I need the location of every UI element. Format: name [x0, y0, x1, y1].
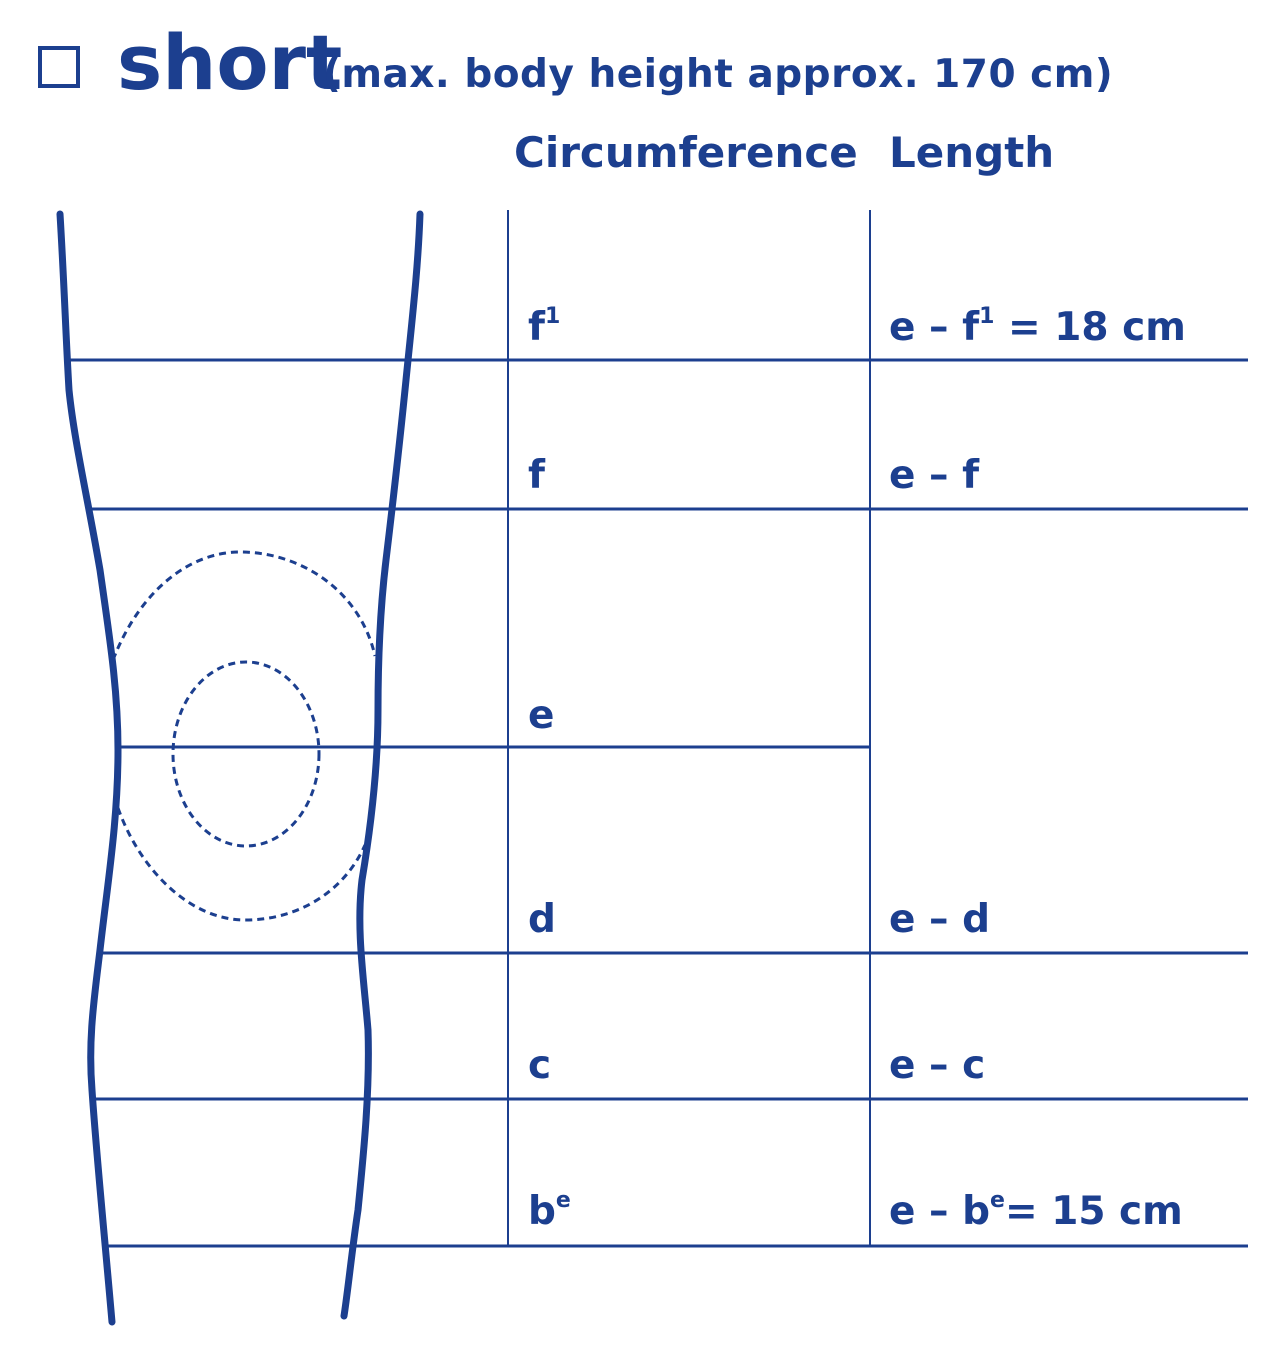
leg-outline-left [56, 210, 122, 1326]
circumference-label-f: f [528, 453, 545, 498]
circumference-label-f1: f1 [528, 304, 561, 350]
size-title: short [117, 18, 343, 107]
length-label-be: e – be= 15 cm [889, 1188, 1183, 1234]
knee-outer-upper-dashed [111, 550, 377, 661]
circumference-label-e: e [528, 693, 555, 738]
circumference-label-c: c [528, 1043, 552, 1088]
length-label-f: e – f [889, 453, 980, 498]
kneecap-dashed [171, 660, 321, 848]
length-label-c: e – c [889, 1043, 986, 1088]
circumference-label-be: be [528, 1188, 571, 1234]
size-checkbox[interactable] [38, 46, 80, 88]
size-subtitle: (max. body height approx. 170 cm) [323, 52, 1114, 97]
column-header-length: Length [889, 128, 1055, 177]
circumference-label-d: d [528, 897, 556, 942]
length-label-f1: e – f1 = 18 cm [889, 304, 1186, 350]
length-label-d: e – d [889, 897, 991, 942]
column-header-circumference: Circumference [514, 128, 858, 177]
knee-outer-lower-dashed [116, 807, 367, 922]
leg-outline-right [340, 210, 424, 1320]
